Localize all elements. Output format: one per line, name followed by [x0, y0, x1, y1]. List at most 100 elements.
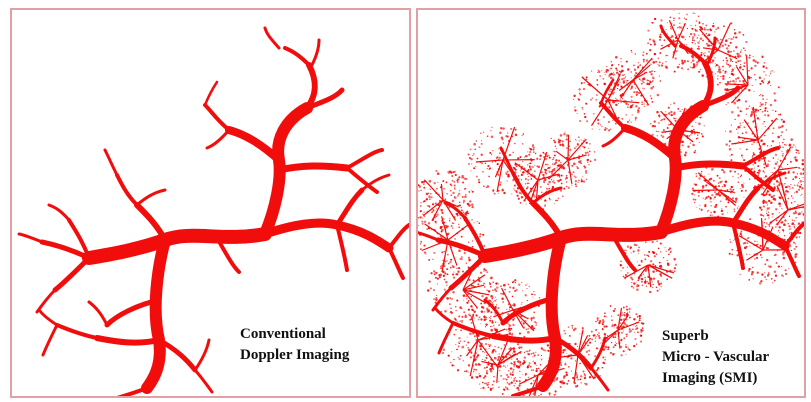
micro-vessel-dot: [530, 178, 532, 180]
micro-vessel-dot: [732, 61, 733, 62]
micro-vessel-dot: [527, 179, 529, 181]
micro-vessel-dot: [557, 366, 558, 367]
micro-vessel-dot: [678, 138, 680, 140]
micro-vessel-dot: [503, 284, 506, 287]
micro-vessel-dot: [487, 165, 489, 167]
micro-vessel-dot: [659, 76, 660, 77]
micro-vessel-dot: [455, 344, 456, 345]
micro-vessel-dot: [773, 183, 775, 185]
micro-vessel-dot: [720, 47, 721, 48]
micro-vessel-dot: [626, 80, 628, 82]
micro-vessel-dot: [555, 146, 556, 147]
micro-vessel-dot: [613, 346, 615, 348]
micro-vessel-dot: [488, 387, 490, 389]
micro-vessel-dot: [476, 176, 478, 178]
micro-vessel-dot: [500, 285, 502, 287]
micro-vessel-dot: [579, 363, 581, 365]
micro-vessel-dot: [503, 365, 505, 367]
micro-vessel-dot: [714, 31, 715, 32]
micro-vessel-dot: [668, 107, 670, 109]
micro-vessel-dot: [584, 375, 586, 377]
micro-vessel-dot: [736, 65, 737, 66]
micro-vessel-dot: [577, 346, 578, 347]
micro-vessel-dot: [458, 337, 460, 339]
micro-vessel-dot: [765, 67, 767, 69]
micro-vessel-dot: [582, 107, 584, 109]
micro-vessel-dot: [490, 130, 491, 131]
micro-vessel-dot: [749, 55, 751, 57]
micro-vessel-dot: [776, 220, 778, 222]
micro-vessel-dot: [623, 307, 625, 309]
capillary-line: [422, 240, 448, 251]
micro-vessel-dot: [452, 200, 455, 203]
micro-vessel-dot: [693, 12, 694, 13]
micro-vessel-dot: [566, 175, 567, 176]
micro-vessel-dot: [464, 340, 466, 342]
capillary-line: [762, 221, 763, 251]
micro-vessel-dot: [735, 46, 737, 48]
micro-vessel-dot: [690, 33, 692, 35]
micro-vessel-dot: [571, 325, 573, 327]
micro-vessel-dot: [764, 276, 766, 278]
micro-vessel-dot: [542, 349, 544, 351]
micro-vessel-dot: [774, 280, 776, 282]
micro-vessel-dot: [632, 328, 634, 330]
micro-vessel-dot: [722, 186, 724, 188]
micro-vessel-dot: [736, 129, 737, 130]
micro-vessel-dot: [486, 307, 488, 309]
micro-vessel-dot: [564, 363, 566, 365]
vessel-branch: [307, 65, 315, 108]
micro-vessel-dot: [633, 318, 635, 320]
micro-vessel-dot: [449, 332, 450, 333]
micro-vessel-dot: [429, 199, 430, 200]
micro-vessel-dot: [642, 327, 644, 329]
micro-vessel-dot: [652, 101, 654, 103]
micro-vessel-dot: [683, 120, 684, 121]
micro-vessel-dot: [686, 44, 687, 45]
micro-vessel-dot: [489, 283, 491, 285]
micro-vessel-dot: [502, 138, 504, 140]
micro-vessel-dot: [700, 114, 701, 115]
micro-vessel-dot: [756, 115, 757, 116]
micro-vessel-dot: [524, 352, 525, 353]
micro-vessel-dot: [749, 254, 750, 255]
micro-vessel-dot: [727, 102, 729, 104]
micro-vessel-dot: [529, 166, 531, 168]
micro-vessel-dot: [795, 246, 797, 248]
micro-vessel-dot: [553, 372, 556, 375]
micro-vessel-dot: [556, 377, 558, 379]
micro-vessel-dot: [631, 100, 632, 101]
micro-vessel-dot: [613, 73, 616, 76]
micro-vessel-dot: [780, 135, 782, 137]
micro-vessel-dot: [518, 389, 520, 391]
micro-vessel-dot: [791, 195, 792, 196]
micro-vessel-dot: [621, 314, 623, 316]
micro-vessel-dot: [425, 254, 426, 255]
micro-vessel-dot: [514, 190, 515, 191]
micro-vessel-dot: [734, 119, 735, 120]
micro-vessel-dot: [458, 226, 460, 228]
micro-vessel-dot: [468, 309, 470, 311]
micro-vessel-dot: [682, 36, 685, 39]
micro-vessel-dot: [618, 77, 619, 78]
micro-vessel-dot: [571, 185, 572, 186]
micro-vessel-dot: [635, 119, 636, 120]
micro-vessel-dot: [630, 71, 631, 72]
micro-vessel-dot: [696, 113, 697, 114]
micro-vessel-dot: [761, 273, 763, 275]
micro-vessel-dot: [547, 183, 549, 185]
micro-vessel-dot: [418, 217, 419, 219]
micro-vessel-dot: [765, 126, 766, 127]
micro-vessel-dot: [558, 138, 559, 139]
micro-vessel-dot: [692, 36, 694, 38]
micro-vessel-dot: [528, 377, 530, 379]
micro-vessel-dot: [599, 106, 601, 108]
micro-vessel-dot: [429, 180, 432, 183]
micro-vessel-dot: [781, 119, 783, 121]
micro-vessel-dot: [566, 353, 567, 354]
micro-vessel-dot: [516, 358, 518, 360]
micro-vessel-dot: [735, 36, 737, 38]
micro-vessel-dot: [611, 61, 613, 63]
micro-vessel-dot: [549, 199, 550, 200]
micro-vessel-dot: [731, 154, 733, 156]
